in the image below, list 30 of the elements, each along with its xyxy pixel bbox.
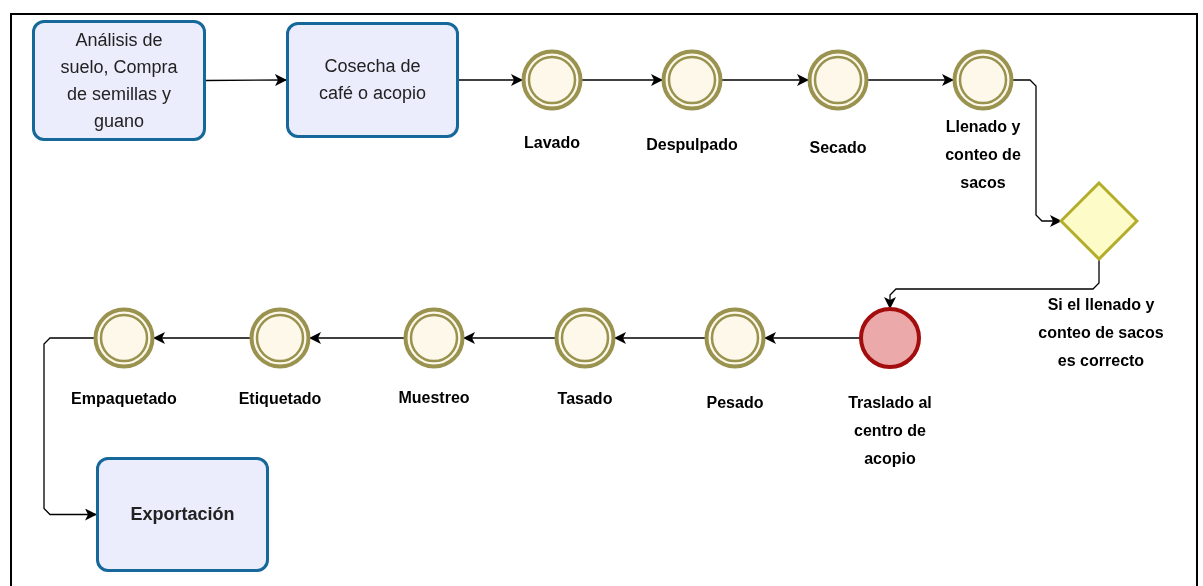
process-box [286,22,459,138]
step-label: Etiquetado [238,389,322,409]
arrow [614,332,706,344]
arrow [721,74,809,86]
arrow [1012,79,1062,227]
arrow [463,332,556,344]
task-label: Cosecha de café o acopio [317,55,428,105]
step-label: Secado [809,138,867,158]
step-label: Empaquetado [71,389,177,409]
step-label: Tasado [557,389,613,409]
step-label: Traslado al centro de acopio [847,393,933,469]
arrow [867,74,954,86]
step-label: Lavado [524,133,580,153]
arrow [205,74,287,87]
step-label: Despulpado [646,135,738,155]
task-label: Exportación [130,503,235,526]
arrow [581,74,663,86]
arrow [43,337,97,521]
step-label: Muestreo [398,388,470,408]
arrow [309,332,405,344]
arrow [764,332,861,344]
condition-label: Si el llenado y conteo de sacos es correcto [1037,295,1165,371]
arrow [884,258,1100,309]
process-box [32,20,206,141]
step-label: Llenado y conteo de sacos [944,117,1022,193]
step-label: Pesado [706,393,764,413]
arrow [458,74,523,86]
process-box [96,457,269,572]
task-label: Análisis de suelo, Compra de semillas y guano [59,28,179,133]
arrow [153,332,251,344]
